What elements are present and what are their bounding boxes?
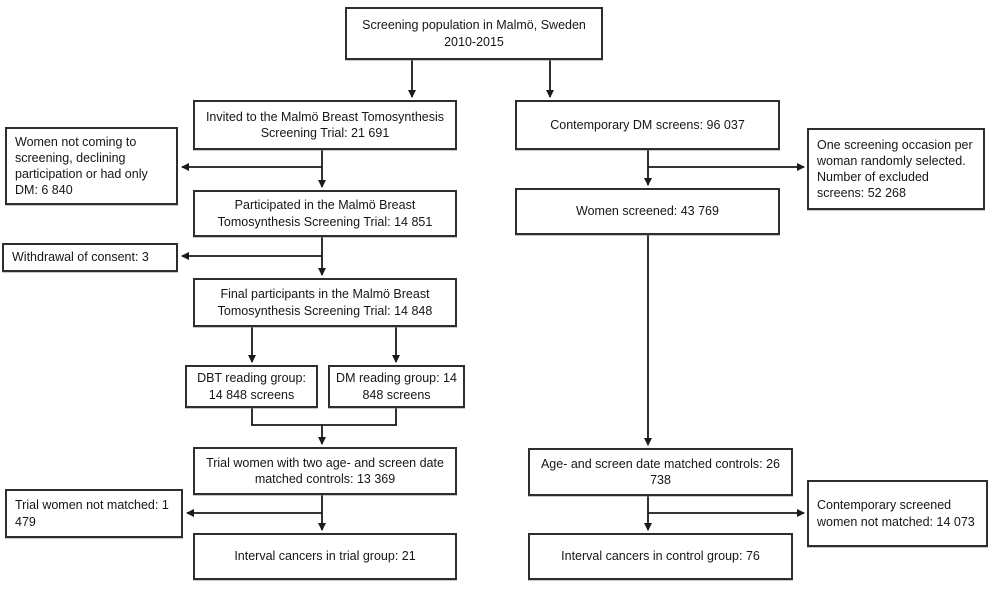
- node-contemporary-not-matched: Contemporary screened women not matched:…: [807, 480, 988, 547]
- node-withdrawal-of-consent: Withdrawal of consent: 3: [2, 243, 178, 272]
- node-trial-women-not-matched: Trial women not matched: 1 479: [5, 489, 183, 538]
- node-dbt-reading-group: DBT reading group: 14 848 screens: [185, 365, 318, 408]
- node-participated: Participated in the Malmö Breast Tomosyn…: [193, 190, 457, 237]
- node-trial-women-matched: Trial women with two age- and screen dat…: [193, 447, 457, 495]
- node-interval-cancers-trial: Interval cancers in trial group: 21: [193, 533, 457, 580]
- node-invited: Invited to the Malmö Breast Tomosynthesi…: [193, 100, 457, 150]
- node-interval-cancers-control: Interval cancers in control group: 76: [528, 533, 793, 580]
- node-women-screened: Women screened: 43 769: [515, 188, 780, 235]
- node-screening-population: Screening population in Malmö, Sweden 20…: [345, 7, 603, 60]
- node-contemporary-dm-screens: Contemporary DM screens: 96 037: [515, 100, 780, 150]
- node-age-screen-matched-controls: Age- and screen date matched controls: 2…: [528, 448, 793, 496]
- node-final-participants: Final participants in the Malmö Breast T…: [193, 278, 457, 327]
- node-women-not-coming: Women not coming to screening, declining…: [5, 127, 178, 205]
- node-one-screening-occasion: One screening occasion per woman randoml…: [807, 128, 985, 210]
- node-dm-reading-group: DM reading group: 14 848 screens: [328, 365, 465, 408]
